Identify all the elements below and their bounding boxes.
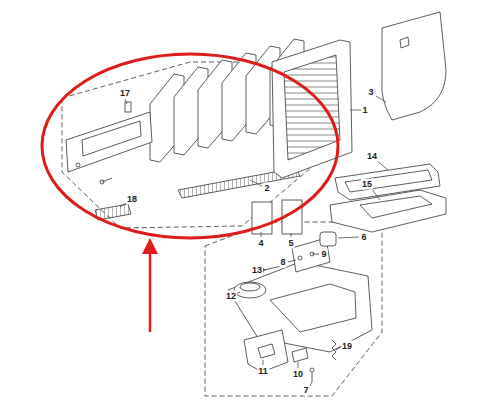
- highlight-arrow: [149, 252, 152, 332]
- tray-base: [330, 190, 446, 232]
- callout-number: 18: [126, 194, 138, 205]
- dispenser-housing: [272, 40, 352, 178]
- screw: [102, 178, 112, 182]
- callout-number: 14: [366, 151, 378, 162]
- highlight-arrowhead: [142, 238, 158, 254]
- callout-number: 5: [287, 238, 294, 249]
- callout-number: 15: [361, 179, 373, 190]
- callout-number: 17: [119, 88, 131, 99]
- cover-slot: [400, 37, 409, 48]
- callout-number: 9: [320, 249, 327, 260]
- screw: [312, 372, 313, 382]
- callout-number: 11: [257, 366, 269, 377]
- callout-number: 7: [302, 385, 309, 396]
- callout-number: 13: [251, 265, 263, 276]
- housing-ribs: [284, 55, 340, 160]
- callout-number: 12: [225, 291, 237, 302]
- group-outline: [205, 222, 382, 396]
- display-bezel: [66, 112, 152, 172]
- callout-number: 10: [292, 369, 304, 380]
- spring: [332, 340, 336, 360]
- callout-number: 2: [263, 183, 270, 194]
- callout-number: 8: [279, 257, 286, 268]
- leader-line: [120, 96, 388, 386]
- callout-number: 6: [360, 232, 367, 243]
- actuator-cup: [234, 282, 266, 298]
- callout-number: 4: [257, 238, 264, 249]
- screw: [76, 163, 80, 167]
- callout-number: 3: [367, 87, 374, 98]
- clip: [125, 102, 131, 112]
- knob: [320, 232, 336, 246]
- lever: [292, 348, 308, 362]
- highlight-ellipse: [42, 54, 338, 238]
- callout-number: 1: [361, 105, 368, 116]
- chute-cover: [382, 12, 446, 120]
- display-window: [82, 121, 141, 156]
- callout-number: 19: [341, 341, 353, 352]
